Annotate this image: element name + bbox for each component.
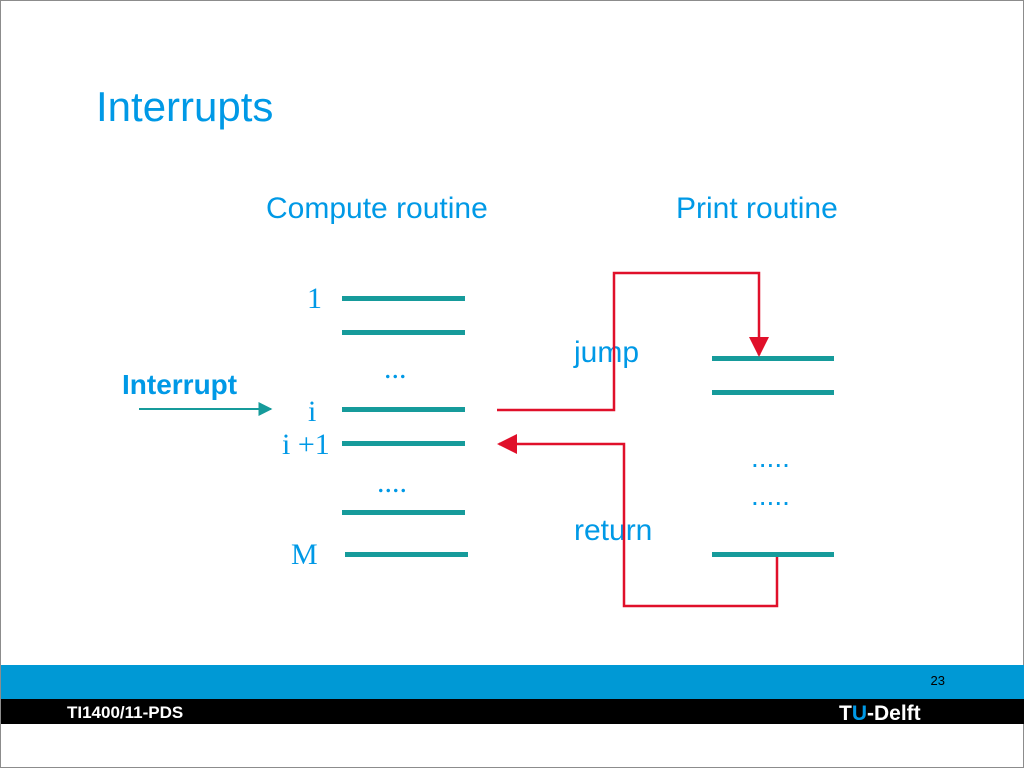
- label-instruction-i: i: [308, 395, 317, 428]
- compute-routine-heading: Compute routine: [266, 192, 488, 225]
- slide-title: Interrupts: [96, 83, 274, 130]
- return-arrow: [497, 434, 779, 608]
- return-label: return: [574, 514, 653, 547]
- logo-t: T: [839, 702, 852, 725]
- compute-instruction-bar-m: [345, 552, 468, 557]
- logo-u: U: [851, 702, 867, 725]
- print-instruction-bar-2: [712, 390, 834, 395]
- label-instruction-m: M: [291, 538, 318, 571]
- print-ellipsis-2: .....: [751, 480, 790, 511]
- jump-label: jump: [574, 336, 640, 369]
- print-instruction-bar-last: [712, 552, 834, 557]
- logo-delft: -Delft: [867, 702, 921, 725]
- print-instruction-bar-1: [712, 356, 834, 361]
- compute-instruction-bar-5: [342, 510, 465, 515]
- print-ellipsis-1: .....: [751, 442, 790, 473]
- compute-instruction-bar-2: [342, 330, 465, 335]
- label-instruction-i-plus-1: i +1: [282, 428, 330, 461]
- jump-arrow: [497, 271, 769, 412]
- label-instruction-1: 1: [307, 282, 322, 315]
- interrupt-label: Interrupt: [122, 369, 238, 400]
- footer-blue-band: [1, 665, 1024, 699]
- page-number: 23: [930, 673, 945, 688]
- tu-delft-logo: TU-Delft: [839, 701, 921, 727]
- label-ellipsis-1: ...: [384, 352, 407, 385]
- label-ellipsis-2: ....: [377, 466, 407, 499]
- footer-black-band: [1, 699, 1024, 724]
- course-code: TI1400/11-PDS: [67, 703, 184, 722]
- compute-instruction-bar-i-plus-1: [342, 441, 465, 446]
- compute-instruction-bar-1: [342, 296, 465, 301]
- compute-instruction-bar-i: [342, 407, 465, 412]
- print-routine-heading: Print routine: [676, 192, 838, 225]
